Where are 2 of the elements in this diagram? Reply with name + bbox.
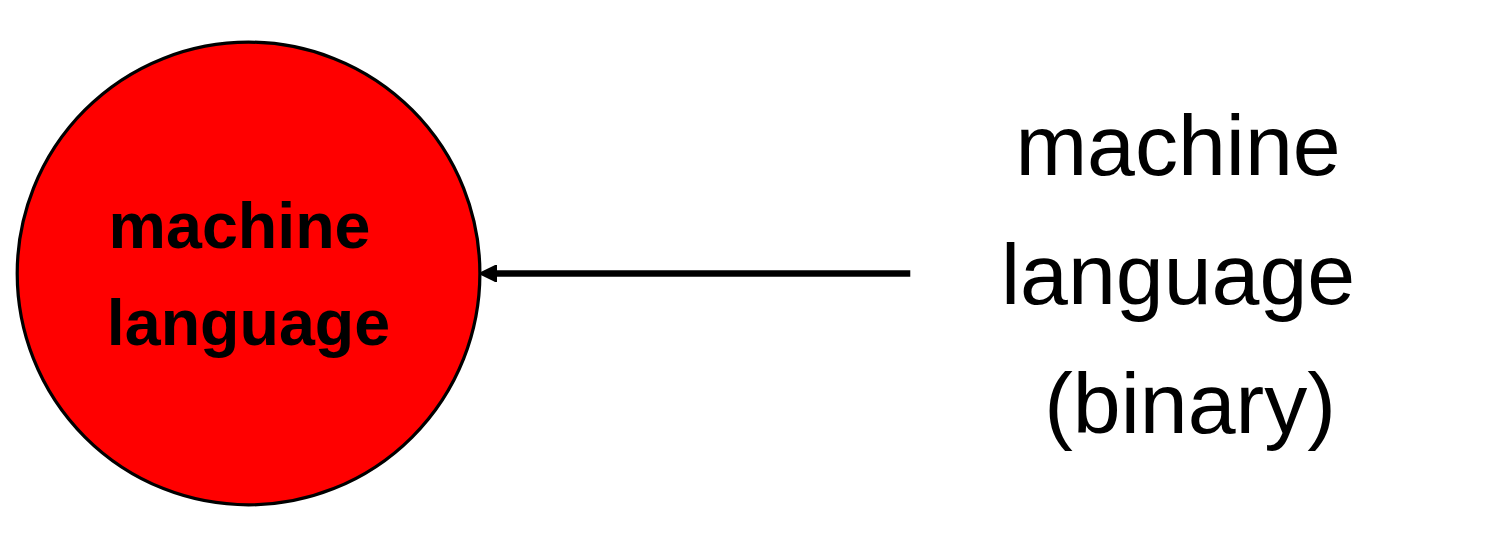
node-circle: machine language [15,40,482,507]
node-text: machine language (binary) [1000,97,1356,450]
